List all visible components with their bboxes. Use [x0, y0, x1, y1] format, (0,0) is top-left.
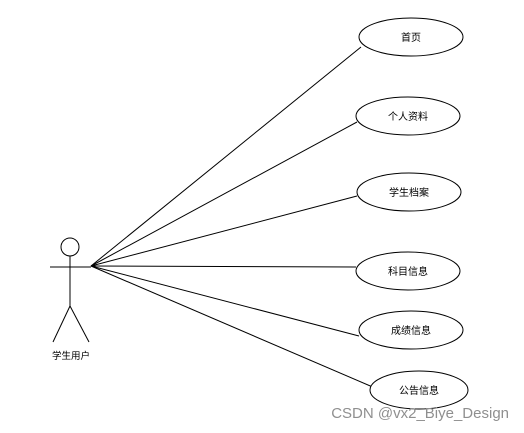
use-case-ellipse — [356, 172, 462, 212]
association-line — [90, 195, 358, 267]
use-case-ellipse — [369, 370, 469, 410]
actor-right-leg — [69, 305, 90, 343]
use-case-2: 个人资料 — [355, 96, 461, 136]
association-line — [90, 46, 362, 267]
use-case-ellipse — [358, 17, 464, 57]
use-case-ellipse — [355, 96, 461, 136]
association-line — [90, 265, 376, 389]
use-case-ellipse — [355, 251, 461, 291]
use-case-label: 科目信息 — [388, 265, 428, 278]
use-case-1: 首页 — [358, 17, 464, 57]
use-case-label: 首页 — [401, 31, 421, 44]
use-case-label: 学生档案 — [389, 186, 429, 199]
association-line — [90, 265, 357, 268]
use-case-5: 成绩信息 — [358, 310, 464, 350]
use-case-4: 科目信息 — [355, 251, 461, 291]
actor-left-leg — [52, 305, 71, 343]
use-case-label: 公告信息 — [399, 384, 439, 397]
association-lines — [90, 46, 376, 389]
actor-head — [60, 237, 80, 257]
use-case-6: 公告信息 — [369, 370, 469, 410]
use-case-ellipse — [358, 310, 464, 350]
actor — [50, 237, 91, 343]
use-case-label: 个人资料 — [388, 110, 428, 123]
use-case-label: 成绩信息 — [391, 324, 431, 337]
association-line — [90, 121, 358, 267]
watermark: CSDN @vx2_Biye_Design — [331, 405, 509, 422]
use-case-3: 学生档案 — [356, 172, 462, 212]
actor-label: 学生用户 — [52, 350, 90, 362]
association-line — [90, 265, 360, 337]
